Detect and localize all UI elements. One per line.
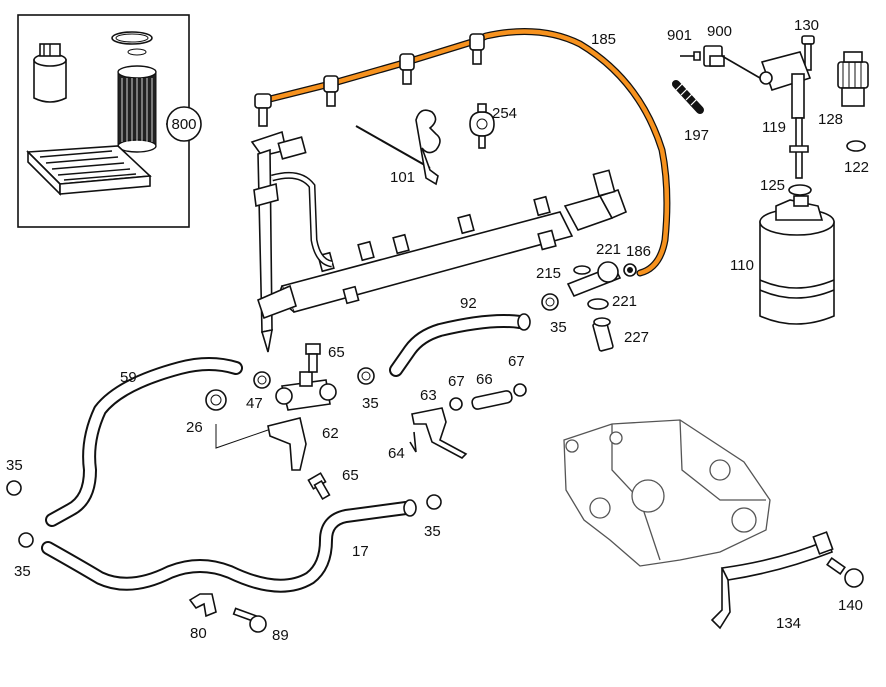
label-62: 62 <box>322 425 339 442</box>
bracket-80 <box>188 593 217 618</box>
label-110: 110 <box>730 257 754 274</box>
clamp-35e <box>18 532 34 548</box>
fuel-rail <box>250 130 628 353</box>
seal-ring-221b <box>587 298 609 310</box>
sensor-900-group <box>672 35 869 196</box>
bolt-140 <box>826 557 864 588</box>
clamp-26 <box>205 389 269 449</box>
label-64: 64 <box>388 445 405 462</box>
label-35c: 35 <box>6 457 23 474</box>
label-80: 80 <box>190 625 207 642</box>
label-140: 140 <box>838 597 863 614</box>
bolt-65a <box>305 343 321 373</box>
label-900: 900 <box>707 23 732 40</box>
seal-125 <box>788 184 812 196</box>
clamp-35b <box>357 367 375 385</box>
mounting-bracket-housing <box>563 419 771 567</box>
clip-64 <box>409 431 417 453</box>
label-92: 92 <box>460 295 477 312</box>
label-186: 186 <box>626 243 651 260</box>
label-65a: 65 <box>328 344 345 361</box>
clamp-67a <box>449 397 463 411</box>
seal-122 <box>846 140 866 152</box>
label-185: 185 <box>591 31 616 48</box>
label-254: 254 <box>492 105 517 122</box>
label-215: 215 <box>536 265 561 282</box>
clamp-35c <box>6 480 22 496</box>
filter-kit-inset: 800 <box>17 14 202 228</box>
clamp-67b <box>513 383 527 397</box>
label-221b: 221 <box>612 293 637 310</box>
label-47: 47 <box>246 395 263 412</box>
label-134: 134 <box>776 615 801 632</box>
fuel-return-line-185 <box>254 28 671 277</box>
label-101: 101 <box>390 169 415 186</box>
label-35d: 35 <box>424 523 441 540</box>
label-125: 125 <box>760 177 785 194</box>
hose-clamp-35a <box>541 293 559 311</box>
label-35e: 35 <box>14 563 31 580</box>
fuel-filter-cartridge <box>33 43 67 103</box>
label-901: 901 <box>667 27 692 44</box>
label-26: 26 <box>186 419 203 436</box>
spring-197 <box>672 80 704 114</box>
clamp-35d <box>426 494 442 510</box>
label-35b: 35 <box>362 395 379 412</box>
clip-101 <box>355 109 441 186</box>
label-128: 128 <box>818 111 843 128</box>
label-130: 130 <box>794 17 819 34</box>
label-122: 122 <box>844 159 869 176</box>
strap-bracket-134 <box>710 531 834 630</box>
label-65b: 65 <box>342 467 359 484</box>
seal-ring-221 <box>573 265 591 275</box>
label-227: 227 <box>624 329 649 346</box>
bracket-63 <box>411 407 468 459</box>
label-67a: 67 <box>508 353 525 370</box>
air-filter-panel <box>26 145 152 196</box>
hose-92 <box>389 313 531 377</box>
oil-filter-element <box>117 48 157 153</box>
hose-17 <box>41 499 417 593</box>
label-59: 59 <box>120 369 137 386</box>
bolt-65b <box>307 472 331 501</box>
return-line-connector <box>254 33 637 277</box>
label-119: 119 <box>762 119 786 136</box>
fuel-filter-110 <box>759 195 835 325</box>
part-labels: 185 901 900 130 254 197 119 128 101 122 … <box>6 17 869 644</box>
bolt-89 <box>232 607 267 633</box>
label-89: 89 <box>272 627 289 644</box>
fitting-128 <box>837 51 869 107</box>
clamp-47 <box>253 371 271 389</box>
label-66: 66 <box>476 371 493 388</box>
hollow-bolt-227 <box>592 317 614 352</box>
label-17: 17 <box>352 543 369 560</box>
callout-circle-800 <box>166 106 202 142</box>
label-197: 197 <box>684 127 709 144</box>
hose-59 <box>45 357 243 527</box>
label-221a: 221 <box>596 241 621 258</box>
label-35a: 35 <box>550 319 567 336</box>
label-800: 800 <box>171 116 196 133</box>
connector-66 <box>471 390 513 410</box>
label-67b: 67 <box>448 373 465 390</box>
label-63: 63 <box>420 387 437 404</box>
banjo-fitting-215 <box>566 261 622 352</box>
clamp-254 <box>469 103 495 149</box>
tee-fitting-62 <box>267 371 337 471</box>
